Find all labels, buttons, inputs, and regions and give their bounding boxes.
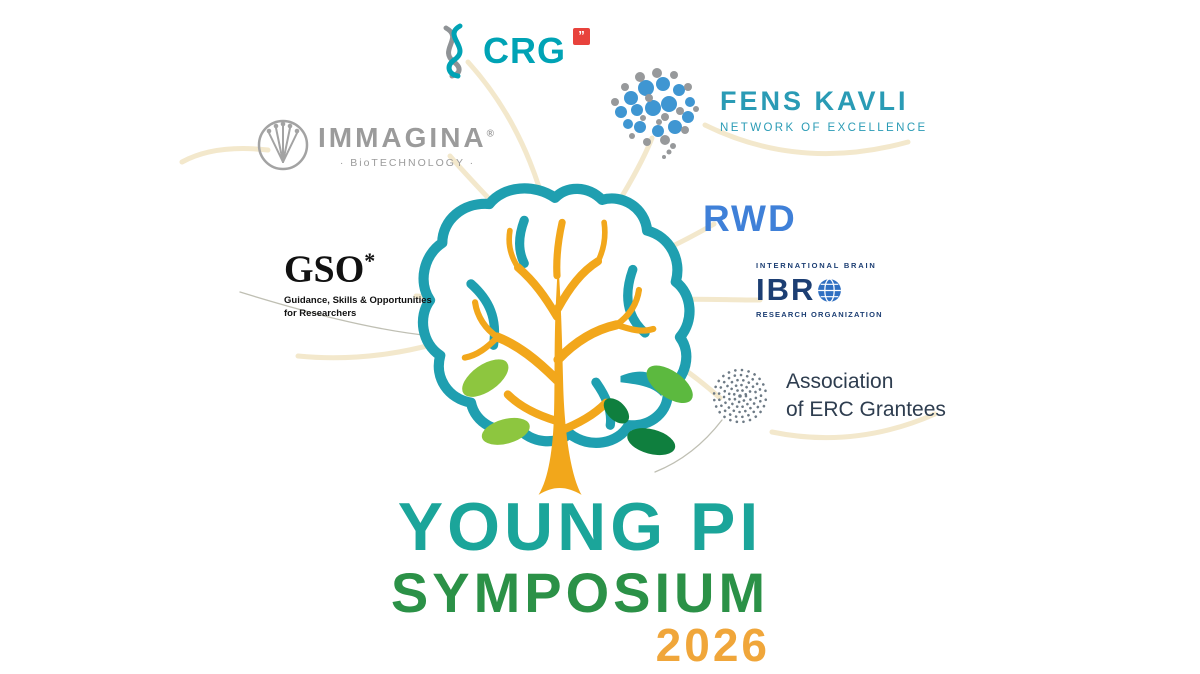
logo-ibro: INTERNATIONAL BRAIN IBR RESEARCH ORGANIZ… — [756, 261, 883, 319]
gso-asterisk: * — [364, 248, 376, 273]
tree-leaves — [462, 359, 693, 456]
ibro-letters: IBR — [756, 272, 816, 307]
fens-kavli-wordmark: FENS KAVLI — [720, 86, 909, 116]
ibro-top-text: INTERNATIONAL BRAIN — [756, 261, 877, 270]
logo-crg: CRG ” — [428, 22, 590, 80]
fens-brain-dots-icon — [611, 68, 699, 159]
crg-dna-icon — [443, 23, 463, 79]
immagina-wordmark: IMMAGINA® — [318, 122, 497, 154]
immagina-registered-mark: ® — [486, 128, 498, 140]
gso-tagline-line1: Guidance, Skills & Opportunities — [284, 294, 432, 306]
gso-name: GSO — [284, 248, 365, 291]
logo-fens-kavli: FENS KAVLI NETWORK OF EXCELLENCE — [720, 86, 928, 134]
logo-immagina: IMMAGINA® · BioTECHNOLOGY · — [256, 118, 497, 172]
fens-kavli-subtitle: NETWORK OF EXCELLENCE — [720, 122, 928, 134]
ibro-wordmark: IBR — [756, 272, 883, 308]
logo-rwd: RWD — [703, 198, 797, 239]
erc-wordmark: Association of ERC Grantees — [786, 368, 946, 425]
gso-tagline-line2: for Researchers — [284, 307, 357, 319]
tree-branches — [461, 218, 657, 436]
erc-dots-spiral-icon — [712, 368, 768, 424]
immagina-tagline: · BioTECHNOLOGY · — [339, 156, 476, 169]
title-year: 2026 — [655, 619, 770, 671]
logo-erc-grantees: Association of ERC Grantees — [708, 364, 946, 428]
ibro-bottom-text: RESEARCH ORGANIZATION — [756, 310, 883, 319]
crg-quote-badge: ” — [573, 28, 590, 45]
title-symposium: SYMPOSIUM — [390, 561, 770, 624]
gso-tagline: Guidance, Skills & Opportunities for Res… — [284, 294, 432, 321]
erc-line1: Association — [786, 369, 894, 393]
erc-line2: of ERC Grantees — [786, 398, 946, 421]
immagina-seed-icon — [257, 119, 309, 171]
brain-tree-illustration — [417, 183, 695, 495]
immagina-name: IMMAGINA — [318, 121, 487, 153]
logo-gso: GSO* Guidance, Skills & Opportunities fo… — [284, 250, 432, 320]
gso-wordmark: GSO* — [284, 250, 432, 289]
title-young-pi: YOUNG PI — [397, 489, 763, 565]
crg-wordmark: CRG — [483, 30, 566, 71]
ibro-globe-icon — [818, 277, 842, 303]
